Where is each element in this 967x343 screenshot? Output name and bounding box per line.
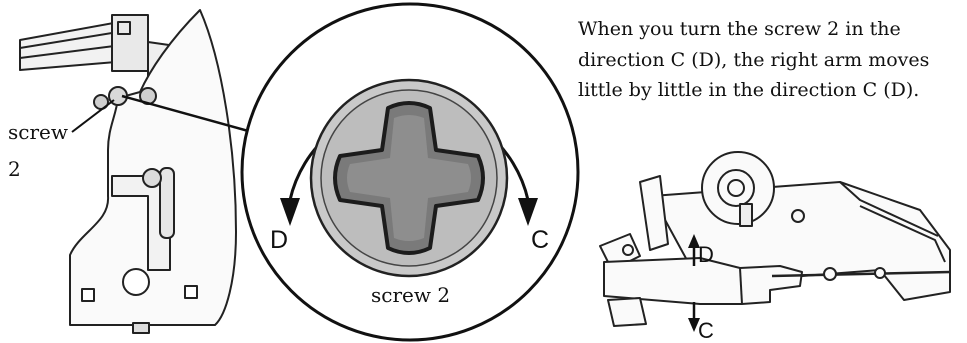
arm-direction-d-label: D	[698, 242, 714, 267]
arm-bracket	[639, 175, 669, 251]
robot-side-panel-illustration	[19, 9, 237, 334]
side-panel-outline	[69, 9, 237, 326]
instruction-caption: When you turn the screw 2 in the directi…	[578, 18, 930, 101]
screw-2-leader-line	[71, 99, 115, 133]
screw-2-detail-label: screw 2	[371, 283, 450, 307]
detail-callout-line	[121, 94, 253, 134]
screw-2-label-line1: screw	[8, 120, 68, 144]
arm-direction-c-label: C	[698, 318, 714, 343]
direction-d-label: D	[270, 226, 288, 254]
direction-c-label: C	[531, 226, 549, 254]
screw-2-label-line2: 2	[8, 157, 21, 181]
right-arm-illustration	[599, 151, 951, 327]
forearm-and-hand	[603, 257, 803, 305]
screw-detail-view	[240, 2, 580, 342]
